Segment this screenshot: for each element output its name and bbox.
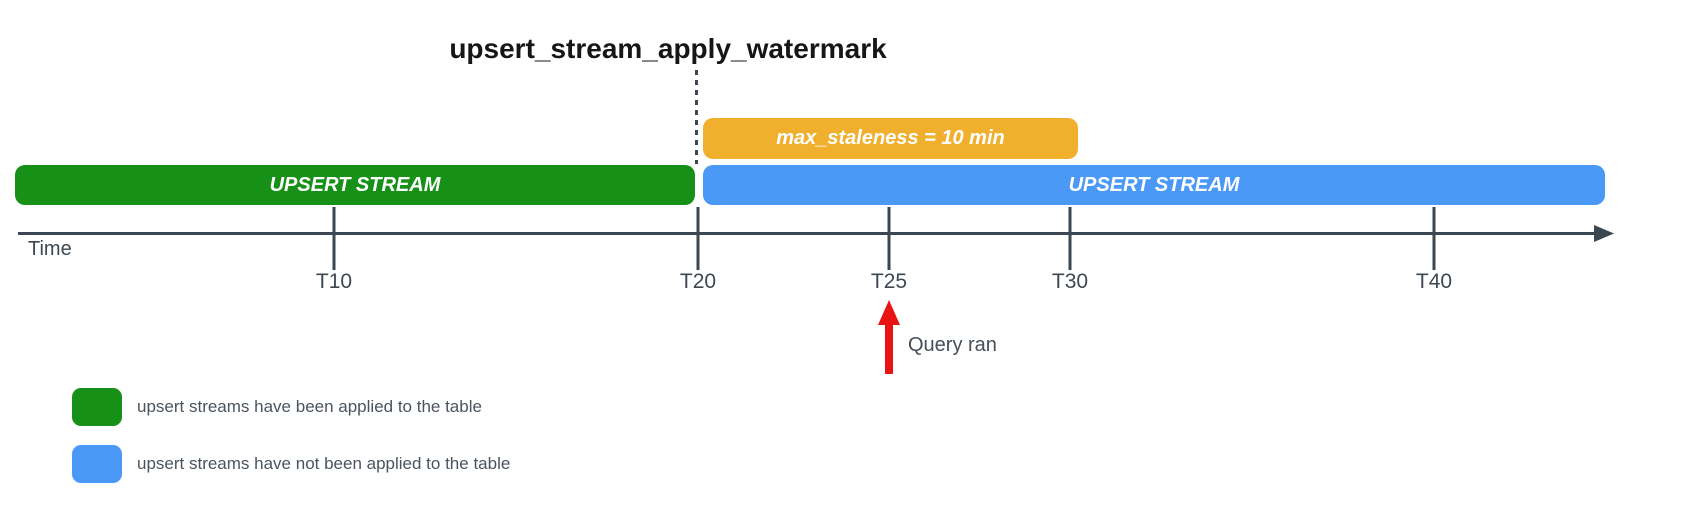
- watermark-dotted-line: [695, 70, 698, 164]
- legend-swatch-applied: [72, 388, 122, 426]
- tick-label-t40: T40: [1415, 270, 1453, 293]
- upsert-stream-applied-bar-label: UPSERT STREAM: [269, 173, 441, 196]
- tick-t10: [332, 207, 336, 270]
- tick-label-t10: T10: [315, 270, 353, 293]
- tick-t20: [696, 207, 700, 270]
- legend-swatch-unapplied: [72, 445, 122, 483]
- tick-label-t25: T25: [870, 270, 908, 293]
- upsert-stream-unapplied-bar: UPSERT STREAM: [703, 165, 1605, 205]
- query-ran-arrow-icon: [878, 300, 900, 325]
- upsert-stream-unapplied-bar-label: UPSERT STREAM: [1068, 173, 1240, 196]
- upsert-stream-applied-bar: UPSERT STREAM: [15, 165, 695, 205]
- tick-t30: [1068, 207, 1072, 270]
- time-axis-line: [18, 232, 1596, 235]
- tick-label-t30: T30: [1051, 270, 1089, 293]
- tick-t25: [887, 207, 891, 270]
- max-staleness-bar: max_staleness = 10 min: [703, 118, 1078, 159]
- tick-label-t20: T20: [679, 270, 717, 293]
- diagram-title: upsert_stream_apply_watermark: [449, 33, 887, 64]
- time-axis-arrowhead-icon: [1594, 225, 1614, 242]
- legend-label-unapplied: upsert streams have not been applied to …: [137, 454, 511, 473]
- time-axis-label: Time: [28, 238, 72, 260]
- legend-label-applied: upsert streams have been applied to the …: [137, 397, 482, 416]
- tick-t40: [1432, 207, 1436, 270]
- max-staleness-bar-label: max_staleness = 10 min: [776, 127, 1005, 149]
- query-ran-arrow-shaft: [885, 323, 893, 374]
- query-ran-label: Query ran: [908, 334, 997, 356]
